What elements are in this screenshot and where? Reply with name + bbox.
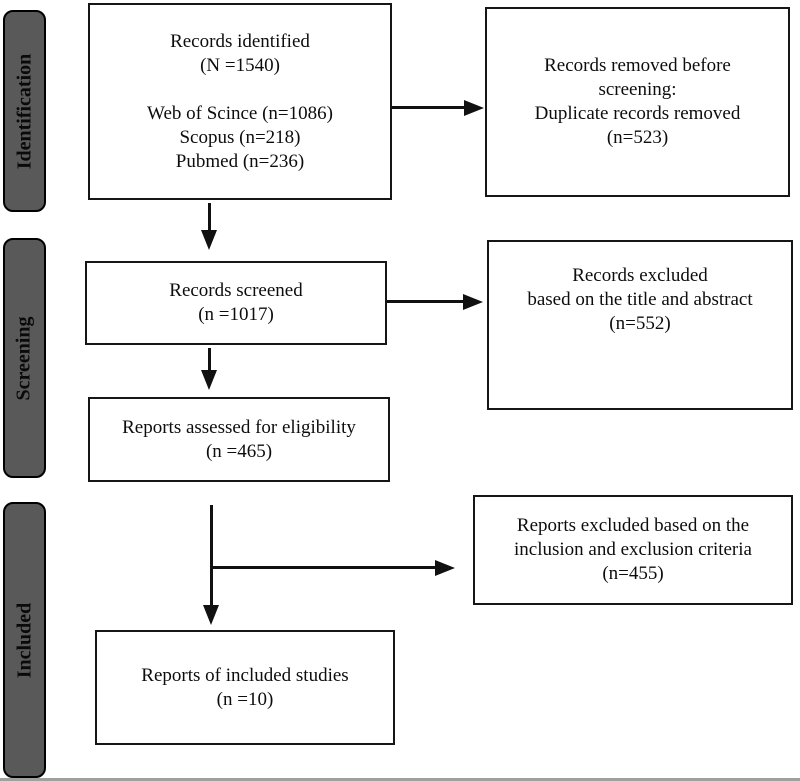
box-reports-excluded: Reports excluded based on the inclusion … xyxy=(473,495,793,605)
box-records-excluded: Records excluded based on the title and … xyxy=(487,240,793,410)
arrow-identified-to-removed-line xyxy=(392,106,466,109)
arrow-branch-to-reports-excluded-line xyxy=(212,566,437,569)
arrow-assessed-to-included-head-icon xyxy=(203,605,219,625)
arrow-screened-to-excluded-head-icon xyxy=(463,294,483,310)
arrow-branch-to-reports-excluded-head-icon xyxy=(435,560,455,576)
arrow-identified-to-screened-head-icon xyxy=(201,230,217,250)
arrow-screened-to-assessed-line xyxy=(208,348,211,372)
box-reports-of-included-studies: Reports of included studies (n =10) xyxy=(95,630,395,745)
stage-label-included: Included xyxy=(13,602,35,678)
arrow-identified-to-screened-line xyxy=(208,203,211,232)
arrow-screened-to-excluded-line xyxy=(387,300,465,303)
stage-bar-included: Included xyxy=(3,502,46,778)
figure-bottom-edge xyxy=(0,778,800,781)
box-reports-assessed-for-eligibility: Reports assessed for eligibility (n =465… xyxy=(88,397,390,482)
arrow-identified-to-removed-head-icon xyxy=(464,100,484,116)
stage-label-screening: Screening xyxy=(13,315,36,401)
box-records-removed-before-screening: Records removed before screening: Duplic… xyxy=(485,7,790,197)
box-records-identified: Records identified (N =1540) Web of Scin… xyxy=(88,3,392,200)
stage-bar-identification: Identification xyxy=(3,10,46,212)
box-records-screened: Records screened (n =1017) xyxy=(85,261,387,345)
arrow-assessed-to-included-line xyxy=(210,505,213,607)
arrow-screened-to-assessed-head-icon xyxy=(201,370,217,390)
stage-label-identification: Identification xyxy=(13,53,35,169)
stage-bar-screening: Screening xyxy=(3,238,46,478)
